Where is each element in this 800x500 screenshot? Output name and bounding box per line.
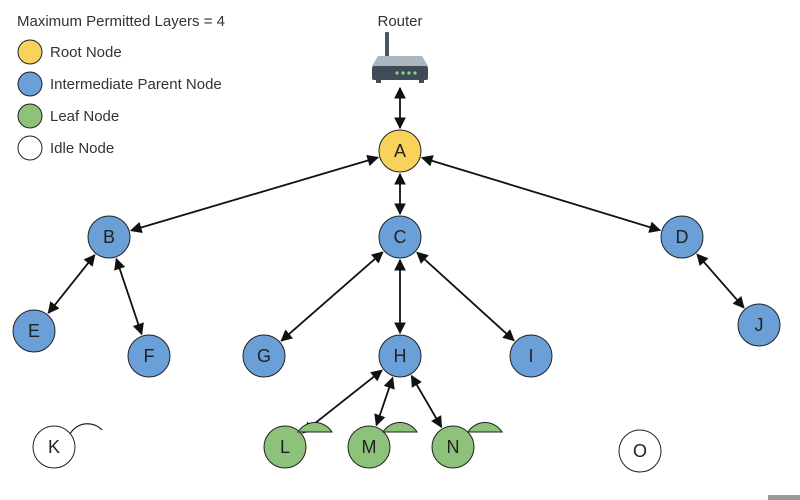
node-a-label: A (394, 141, 406, 161)
router: Router (372, 13, 428, 83)
node-f: F (127, 334, 171, 378)
node-h-label: H (394, 346, 407, 366)
legend: Maximum Permitted Layers = 4 Root Node I… (17, 13, 225, 161)
legend-swatch-parent (17, 71, 43, 97)
legend-label-root: Root Node (50, 44, 122, 61)
legend-swatch-root (17, 39, 43, 65)
node-m-label: M (362, 437, 377, 457)
node-c-circle (378, 215, 422, 259)
node-l-circle (263, 425, 307, 469)
nodes: A B C D E F G H I J K L M N O (12, 129, 781, 473)
edge-a-b (129, 154, 380, 234)
node-n: N (431, 425, 475, 469)
node-o: O (618, 429, 662, 473)
edge-c-i (416, 251, 515, 342)
legend-title: Maximum Permitted Layers = 4 (17, 13, 225, 30)
edge-b-e (47, 254, 96, 314)
node-e-circle (12, 309, 56, 353)
node-k-label: K (48, 437, 60, 457)
node-c-label: C (394, 227, 407, 247)
fragment-arc-k (69, 423, 103, 435)
node-g: G (242, 334, 286, 378)
node-k-circle (32, 425, 76, 469)
node-i-label: I (528, 346, 533, 366)
node-j-circle (737, 303, 781, 347)
node-b-label: B (103, 227, 115, 247)
legend-label-idle: Idle Node (50, 140, 114, 157)
router-label: Router (377, 13, 422, 30)
node-a-circle (378, 129, 422, 173)
fragment-arc-l (297, 422, 333, 433)
node-d-label: D (676, 227, 689, 247)
node-m-circle (347, 425, 391, 469)
node-j: J (737, 303, 781, 347)
node-m: M (347, 425, 391, 469)
legend-item-leaf: Leaf Node (17, 103, 119, 129)
node-e-label: E (28, 321, 40, 341)
node-e: E (12, 309, 56, 353)
node-n-circle (431, 425, 475, 469)
legend-item-idle: Idle Node (17, 135, 114, 161)
node-i-circle (509, 334, 553, 378)
node-c: C (378, 215, 422, 259)
legend-label-leaf: Leaf Node (50, 108, 119, 125)
legend-item-root: Root Node (17, 39, 122, 65)
edge-c-g (280, 251, 384, 342)
node-o-label: O (633, 441, 647, 461)
edge-h-m (374, 376, 395, 427)
node-d-circle (660, 215, 704, 259)
edge-h-n (410, 374, 443, 429)
legend-label-parent: Intermediate Parent Node (50, 76, 222, 93)
node-i: I (509, 334, 553, 378)
node-l-label: L (280, 437, 290, 457)
node-g-circle (242, 334, 286, 378)
router-icon (372, 32, 428, 83)
node-o-circle (618, 429, 662, 473)
legend-item-parent: Intermediate Parent Node (17, 71, 222, 97)
legend-swatch-idle (17, 135, 43, 161)
edges (47, 86, 745, 434)
node-h-circle (378, 334, 422, 378)
legend-swatch-leaf (17, 103, 43, 129)
edge-d-j (696, 253, 745, 309)
node-f-circle (127, 334, 171, 378)
clipped-node-fragments (69, 422, 503, 435)
node-f-label: F (144, 346, 155, 366)
edge-b-f (114, 257, 144, 336)
fragment-arc-m (382, 422, 418, 433)
node-b: B (87, 215, 131, 259)
node-n-label: N (447, 437, 460, 457)
corner-scroll-indicator (768, 495, 800, 500)
node-l: L (263, 425, 307, 469)
fragment-arc-n (467, 422, 503, 433)
node-d: D (660, 215, 704, 259)
node-a: A (378, 129, 422, 173)
node-j-label: J (755, 315, 764, 335)
node-b-circle (87, 215, 131, 259)
node-k: K (32, 425, 76, 469)
edge-a-d (420, 155, 662, 233)
node-h: H (378, 334, 422, 378)
node-g-label: G (257, 346, 271, 366)
